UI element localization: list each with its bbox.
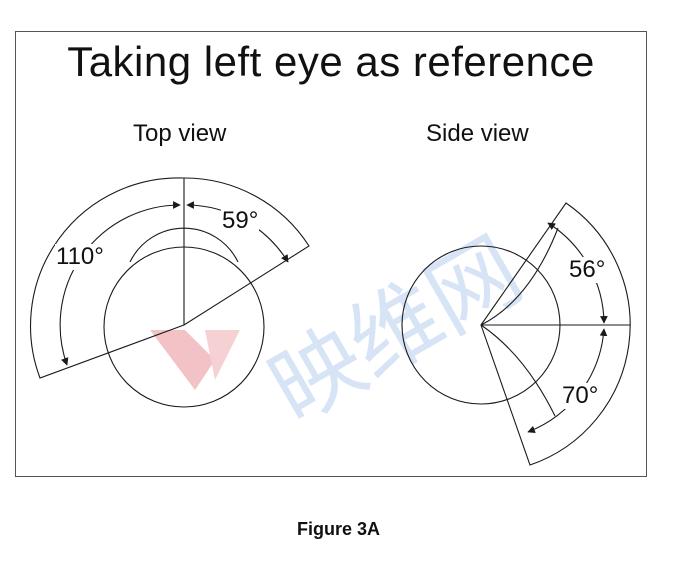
top-view-angle-110-label: 110° [55,243,105,270]
side-view-title: Side view [426,120,529,147]
side-view-angle-70-label: 70° [561,382,600,409]
watermark: 映维网 [150,218,539,444]
side-view-field-sector [480,202,631,466]
watermark-text: 映维网 [253,218,539,444]
watermark-logo-mark [150,330,215,390]
side-view-70-arc [527,328,608,434]
side-view-lower-cornea-curve [480,324,556,417]
figure-title: Taking left eye as reference [67,38,595,85]
top-view-angle-59-label: 59° [221,207,260,234]
figure-caption: Figure 3A [296,519,380,539]
side-view-angle-56-label: 56° [568,256,607,283]
top-view-title: Top view [133,120,227,147]
